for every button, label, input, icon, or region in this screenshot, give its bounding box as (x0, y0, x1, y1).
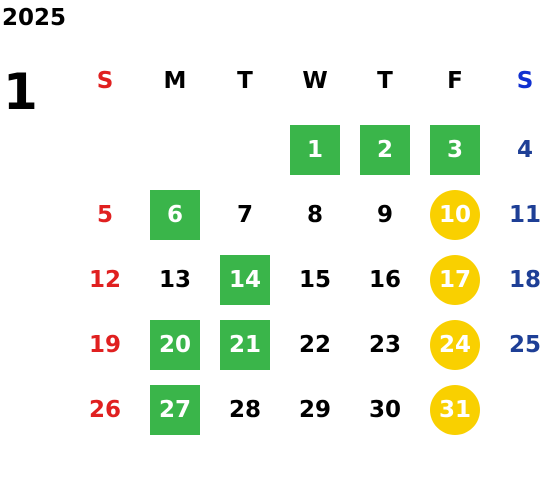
day-cell-20[interactable]: 20 (150, 320, 200, 370)
day-cell-15[interactable]: 15 (298, 267, 331, 293)
day-cell-29[interactable]: 29 (298, 397, 331, 423)
day-cell-5[interactable]: 5 (96, 202, 113, 228)
day-cell-3[interactable]: 3 (430, 125, 480, 175)
day-cell-21[interactable]: 21 (220, 320, 270, 370)
day-cell-22[interactable]: 22 (298, 332, 331, 358)
day-cell-6[interactable]: 6 (150, 190, 200, 240)
weekday-header-sat: S (516, 68, 534, 94)
day-cell-13[interactable]: 13 (158, 267, 191, 293)
day-cell-11[interactable]: 11 (508, 202, 541, 228)
weekday-header-wed: W (302, 68, 328, 94)
day-cell-10[interactable]: 10 (430, 190, 480, 240)
day-cell-24[interactable]: 24 (430, 320, 480, 370)
year-label: 2025 (2, 5, 67, 31)
day-cell-30[interactable]: 30 (368, 397, 401, 423)
day-cell-17[interactable]: 17 (430, 255, 480, 305)
day-cell-2[interactable]: 2 (360, 125, 410, 175)
day-cell-16[interactable]: 16 (368, 267, 401, 293)
day-cell-9[interactable]: 9 (376, 202, 393, 228)
day-cell-18[interactable]: 18 (508, 267, 541, 293)
day-cell-28[interactable]: 28 (228, 397, 261, 423)
day-cell-31[interactable]: 31 (430, 385, 480, 435)
day-cell-8[interactable]: 8 (306, 202, 323, 228)
day-cell-27[interactable]: 27 (150, 385, 200, 435)
day-cell-25[interactable]: 25 (508, 332, 541, 358)
day-cell-19[interactable]: 19 (88, 332, 121, 358)
weekday-header-fri: F (447, 68, 463, 94)
day-cell-26[interactable]: 26 (88, 397, 121, 423)
day-cell-23[interactable]: 23 (368, 332, 401, 358)
month-label: 1 (3, 63, 38, 121)
weekday-header-mon: M (163, 68, 187, 94)
day-cell-7[interactable]: 7 (236, 202, 253, 228)
day-cell-12[interactable]: 12 (88, 267, 121, 293)
weekday-header-tue: T (237, 68, 253, 94)
day-cell-1[interactable]: 1 (290, 125, 340, 175)
weekday-header-thu: T (377, 68, 393, 94)
day-cell-4[interactable]: 4 (516, 137, 533, 163)
weekday-header-sun: S (96, 68, 114, 94)
day-cell-14[interactable]: 14 (220, 255, 270, 305)
